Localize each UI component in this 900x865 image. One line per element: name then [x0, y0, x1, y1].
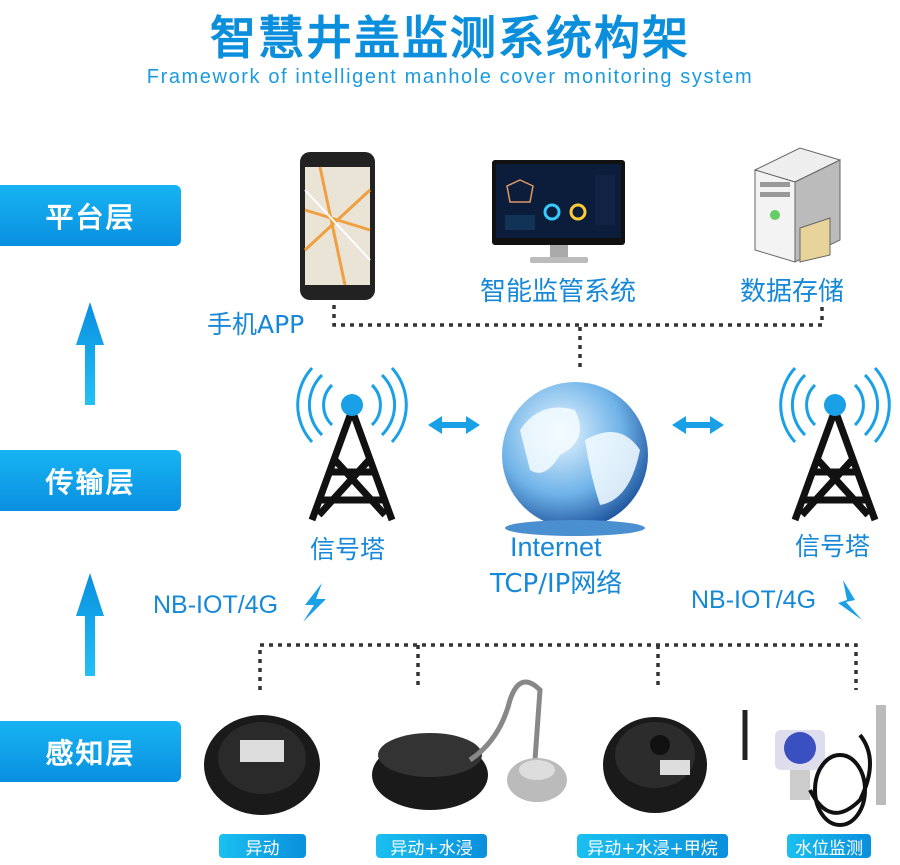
label-tower-left: 信号塔 [310, 535, 386, 564]
methane-sensor-device [603, 717, 707, 813]
device-tag-water-level: 水位监测 [787, 834, 871, 859]
server-icon [753, 147, 842, 263]
signal-tower-icon [296, 366, 408, 522]
motion-sensor-device [204, 715, 320, 815]
label-monitoring-system: 智能监管系统 [480, 277, 637, 307]
layer-transport: 传输层 [0, 450, 181, 511]
label-data-storage: 数据存储 [740, 277, 845, 307]
monitor-icon [492, 160, 625, 263]
device-tag-methane: 异动+水浸+甲烷 [577, 834, 728, 859]
lightning-icon [838, 580, 862, 620]
lightning-icon [303, 583, 326, 622]
device-tag-water: 异动+水浸 [376, 834, 487, 859]
arrow-up-icon [76, 573, 104, 676]
water-sensor-device [372, 679, 567, 810]
globe-icon [502, 382, 648, 536]
label-mobile-app: 手机APP [207, 310, 305, 339]
double-arrow-icon [672, 416, 724, 434]
double-arrow-icon [428, 416, 480, 434]
label-tcpip: TCP/IP网络 [490, 569, 623, 599]
arrow-up-icon [76, 302, 104, 405]
label-link-left: NB-IOT/4G [153, 591, 279, 619]
water-level-sensor-device [742, 705, 886, 827]
label-link-right: NB-IOT/4G [691, 586, 817, 614]
label-tower-right: 信号塔 [795, 532, 871, 561]
device-tag-motion: 异动 [219, 834, 306, 859]
page-title: 智慧井盖监测系统构架 [210, 11, 690, 65]
phone-icon [300, 152, 375, 300]
connection-lines [258, 305, 858, 690]
page-subtitle: Framework of intelligent manhole cover m… [146, 66, 754, 88]
label-internet: Internet [510, 532, 602, 562]
signal-tower-icon [779, 366, 891, 522]
layer-platform: 平台层 [0, 185, 181, 246]
layer-perception: 感知层 [0, 721, 181, 782]
